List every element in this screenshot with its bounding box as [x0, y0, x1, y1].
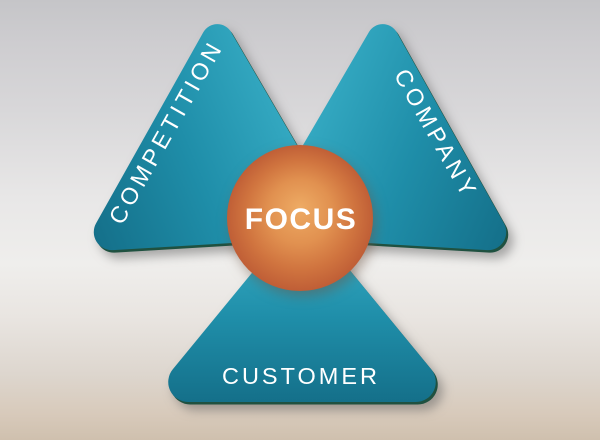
- customer-label: CUSTOMER: [222, 363, 380, 389]
- customer-triangle-face: [168, 218, 436, 403]
- focus-circle-shape: [227, 145, 373, 291]
- focus-label: FOCUS: [245, 203, 358, 236]
- focus-circle: FOCUS: [227, 145, 373, 291]
- customer-triangle: [168, 218, 438, 405]
